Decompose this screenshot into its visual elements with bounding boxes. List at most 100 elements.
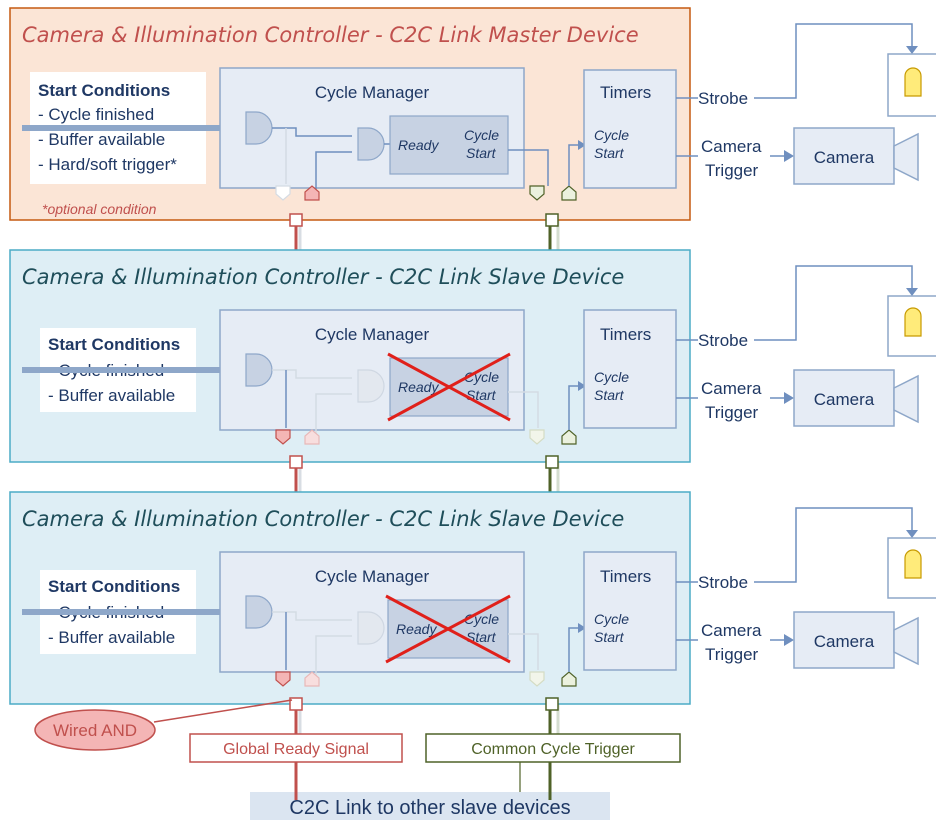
camera-trigger-label-2: Trigger (705, 161, 759, 180)
camera-lens-icon (893, 132, 919, 182)
trigger-junction (545, 697, 559, 711)
wire-cycle-start-out (508, 633, 539, 670)
disabled-cross-line-b (387, 352, 511, 422)
timers-cycle-label: Cycle (594, 369, 629, 385)
wire-gate1-gate2 (272, 127, 352, 137)
slave-title: Camera & Illumination Controller - C2C L… (22, 507, 624, 531)
strobe-wire-b (754, 507, 913, 583)
slave-1-externals: Strobe Camera Trigger Camera (676, 265, 936, 427)
timers-box (583, 309, 677, 429)
wired-and-pointer (153, 699, 293, 723)
start-conditions-heading: Start Conditions (48, 335, 180, 354)
camera-trigger-label-1: Camera (701, 137, 762, 156)
timers-label: Timers (600, 567, 651, 586)
master-device: Camera & Illumination Controller - C2C L… (9, 7, 691, 227)
timers-start-label: Start (594, 145, 625, 161)
ready-junction (289, 455, 303, 469)
wired-and-bubble (34, 709, 156, 751)
strobe-wire-b (754, 265, 913, 341)
slave-device-2: Camera & Illumination Controller - C2C L… (9, 491, 691, 711)
trigger-out-connector (529, 185, 545, 201)
condition-buffer-available: - Buffer available (48, 628, 175, 647)
master-externals: Strobe Camera Trigger Camera (676, 23, 936, 185)
ready-junction (289, 697, 303, 711)
timers-label: Timers (600, 83, 651, 102)
camera-lens-icon (893, 616, 919, 666)
wired-and-label: Wired AND (53, 721, 137, 740)
slave-device-1: Camera & Illumination Controller - C2C L… (9, 249, 691, 469)
camera-arrowhead (784, 150, 794, 162)
slave-title: Camera & Illumination Controller - C2C L… (22, 265, 624, 289)
global-ready-box (189, 733, 403, 763)
camera-label: Camera (814, 148, 875, 167)
trigger-in-connector (561, 671, 577, 687)
timers-arrowhead (578, 623, 586, 633)
timers-cycle-label: Cycle (594, 127, 629, 143)
timers-cycle-label: Cycle (594, 611, 629, 627)
timers-box (583, 551, 677, 671)
and-gate-1 (245, 595, 273, 629)
camera-label: Camera (814, 390, 875, 409)
wire-gate1-gate2 (272, 611, 352, 621)
camera-trigger-label-2: Trigger (705, 403, 759, 422)
common-cycle-box (425, 733, 681, 763)
timers-label: Timers (600, 325, 651, 344)
ready-label: Ready (396, 621, 437, 637)
cycle-label: Cycle (464, 127, 499, 143)
global-ready-label: Global Ready Signal (223, 741, 369, 758)
wire-ready-feedback (315, 151, 352, 192)
timers-start-label: Start (594, 387, 625, 403)
start-conditions-heading: Start Conditions (48, 577, 180, 596)
timers-start-label: Start (594, 629, 625, 645)
ready-out-connector (275, 429, 291, 445)
wire-ready-feedback (315, 635, 352, 676)
slave-2-externals: Strobe Camera Trigger Camera (676, 507, 936, 669)
ready-in-connector (304, 429, 320, 445)
camera-trigger-label-1: Camera (701, 621, 762, 640)
wire-gate1-gate2 (272, 369, 352, 379)
camera-trigger-label-1: Camera (701, 379, 762, 398)
camera-trigger-label-2: Trigger (705, 645, 759, 664)
c2c-link-label: C2C Link to other slave devices (289, 797, 570, 819)
camera-box (793, 369, 895, 427)
strobe-label: Strobe (698, 573, 748, 592)
strobe-wire-b (754, 23, 913, 99)
ready-junction (289, 213, 303, 227)
trigger-junction (545, 455, 559, 469)
condition-hard-soft-trigger: - Hard/soft trigger* (38, 155, 177, 174)
cycle-manager-label: Cycle Manager (315, 83, 430, 102)
ready-label: Ready (398, 137, 439, 153)
and-gate-1 (245, 353, 273, 387)
trigger-out-connector (529, 429, 545, 445)
strobe-arrowhead (906, 46, 918, 54)
condition-buffer-available: - Buffer available (38, 130, 165, 149)
ready-in-connector (304, 185, 320, 201)
lamp-icon (904, 549, 922, 579)
legend-area: Wired AND Global Ready Signal Common Cyc… (34, 699, 681, 820)
trigger-out-connector (529, 671, 545, 687)
lamp-icon (904, 307, 922, 337)
ready-out-connector (275, 671, 291, 687)
start-label: Start (466, 387, 497, 403)
wire-cycle-start-out (508, 149, 549, 186)
ready-cycle-start-block (389, 115, 509, 175)
strobe-label: Strobe (698, 89, 748, 108)
cycle-manager-label: Cycle Manager (315, 567, 430, 586)
strobe-arrowhead (906, 288, 918, 296)
and-gate-2 (357, 127, 385, 161)
timers-arrowhead (578, 381, 586, 391)
ready-in-connector (304, 671, 320, 687)
strobe-label: Strobe (698, 331, 748, 350)
ready-out-connector (275, 185, 291, 201)
start-label: Start (466, 145, 497, 161)
timers-box (583, 69, 677, 189)
disabled-cross-line-b (385, 594, 511, 664)
and-gate-2-disabled (357, 611, 385, 645)
camera-arrowhead (784, 634, 794, 646)
lamp-icon (904, 67, 922, 97)
start-conditions-heading: Start Conditions (38, 81, 170, 100)
camera-box (793, 611, 895, 669)
wire-cycle-start-out (508, 391, 539, 428)
camera-label: Camera (814, 632, 875, 651)
